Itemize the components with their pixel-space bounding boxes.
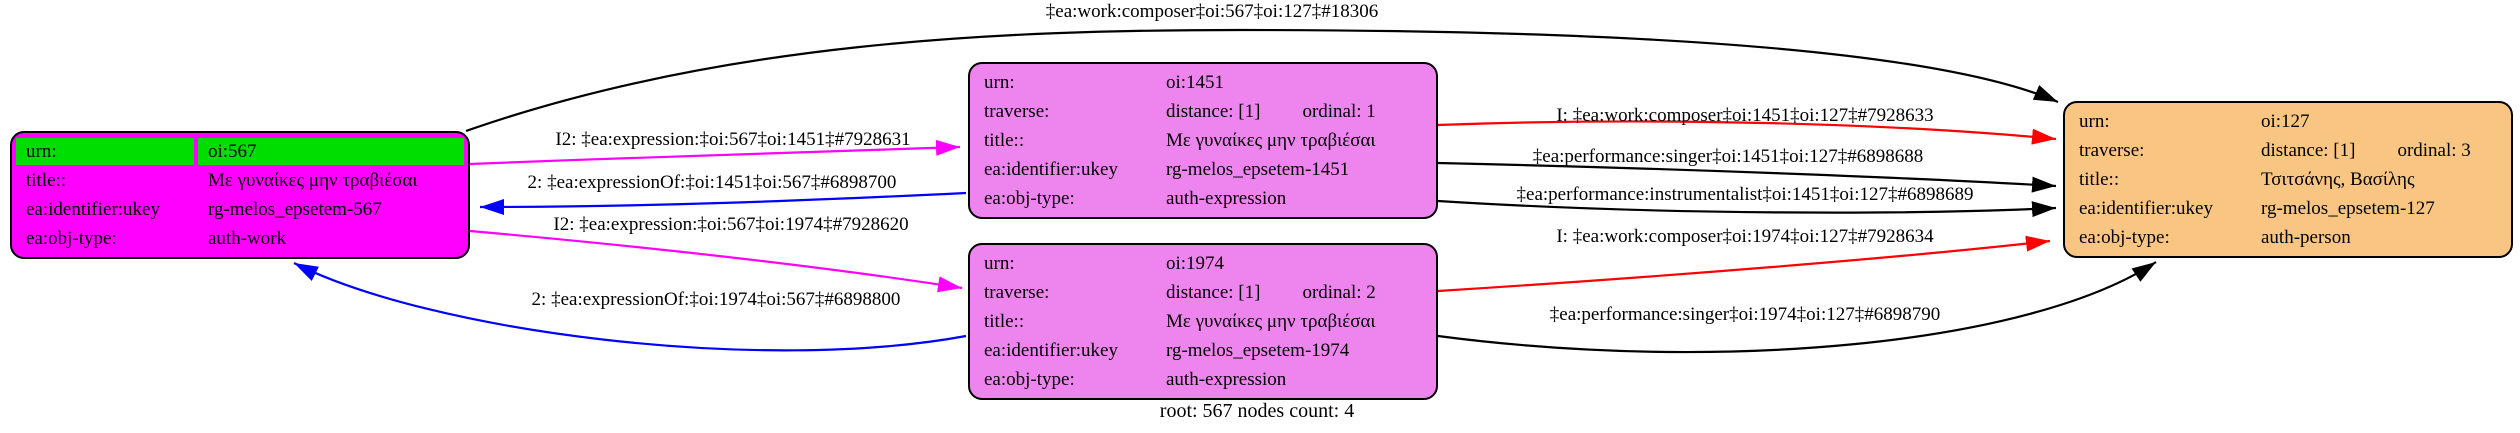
field-key: ea:obj-type: <box>26 228 117 249</box>
node-row-urn: urn: oi:567 <box>16 137 464 166</box>
node-row-urn: urn: oi:127 <box>2069 107 2507 136</box>
field-key: traverse: <box>984 101 1050 122</box>
field-value: auth-expression <box>1166 369 1287 390</box>
node-oi-1974[interactable]: urn: oi:1974 traverse: distance: [1] ord… <box>968 243 1438 400</box>
field-value: rg-melos_epsetem-1451 <box>1166 159 1350 180</box>
field-value: rg-melos_epsetem-567 <box>208 199 382 220</box>
edge-label-expressionOf-1451-567: 2: ‡ea:expressionOf:‡oi:1451‡oi:567‡#689… <box>527 172 897 193</box>
field-key: title:: <box>984 311 1025 332</box>
field-key: urn: <box>16 138 194 165</box>
node-oi-567[interactable]: urn: oi:567 title:: Με γυναίκες μην τραβ… <box>10 131 470 259</box>
traverse-ordinal: ordinal: 3 <box>2397 140 2471 161</box>
field-value: distance: [1] ordinal: 3 <box>2251 137 2507 164</box>
field-value: Με γυναίκες μην τραβιέσαι <box>1166 130 1376 151</box>
node-row-identifier: ea:identifier:ukey rg-melos_epsetem-1974 <box>974 336 1432 365</box>
field-key: urn: <box>984 72 1015 93</box>
field-value: oi:567 <box>198 138 464 165</box>
traverse-distance: distance: [1] <box>2261 140 2356 161</box>
edge-work-composer-1974-127 <box>1437 235 2051 293</box>
node-row-title: title:: Με γυναίκες μην τραβιέσαι <box>16 166 464 195</box>
field-key: traverse: <box>2079 140 2145 161</box>
edge-label-expression-567-1974: I2: ‡ea:expression:‡oi:567‡oi:1974‡#7928… <box>553 214 909 235</box>
edge-label-work-composer-1451-127: I: ‡ea:work:composer‡oi:1451‡oi:127‡#792… <box>1556 105 1934 126</box>
field-key: urn: <box>984 253 1015 274</box>
traverse-distance: distance: [1] <box>1166 101 1261 122</box>
field-key: urn: <box>2079 111 2110 132</box>
node-row-identifier: ea:identifier:ukey rg-melos_epsetem-127 <box>2069 194 2507 223</box>
edge-expression-567-1974 <box>469 229 963 293</box>
edge-label-expressionOf-1974-567: 2: ‡ea:expressionOf:‡oi:1974‡oi:567‡#689… <box>531 289 901 310</box>
edge-label-performance-instrumentalist-1451-127: ‡ea:performance:instrumentalist‡oi:1451‡… <box>1516 184 1974 205</box>
field-value: oi:1451 <box>1166 72 1225 93</box>
edge-label-performance-singer-1974-127: ‡ea:performance:singer‡oi:1974‡oi:127‡#6… <box>1549 304 1941 325</box>
field-value: distance: [1] ordinal: 2 <box>1156 279 1432 306</box>
traverse-ordinal: ordinal: 2 <box>1302 282 1376 303</box>
node-row-traverse: traverse: distance: [1] ordinal: 2 <box>974 278 1432 307</box>
edge-label-work-composer-567-127: ‡ea:work:composer‡oi:567‡oi:127‡#18306 <box>1045 1 1379 22</box>
node-row-identifier: ea:identifier:ukey rg-melos_epsetem-567 <box>16 195 464 224</box>
field-value: oi:127 <box>2261 111 2310 132</box>
node-row-obj-type: ea:obj-type: auth-expression <box>974 365 1432 394</box>
node-oi-127[interactable]: urn: oi:127 traverse: distance: [1] ordi… <box>2063 101 2513 258</box>
field-key: ea:identifier:ukey <box>984 159 1118 180</box>
field-key: traverse: <box>984 282 1050 303</box>
field-key: ea:obj-type: <box>2079 227 2170 248</box>
edge-label-expression-567-1451: I2: ‡ea:expression:‡oi:567‡oi:1451‡#7928… <box>555 129 911 150</box>
node-row-title: title:: Τσιτσάνης, Βασίλης <box>2069 165 2507 194</box>
field-value: auth-expression <box>1166 188 1287 209</box>
graph-caption: root: 567 nodes count: 4 <box>1159 400 1355 422</box>
edge-label-work-composer-1974-127: I: ‡ea:work:composer‡oi:1974‡oi:127‡#792… <box>1556 226 1934 247</box>
node-row-urn: urn: oi:1974 <box>974 249 1432 278</box>
node-row-traverse: traverse: distance: [1] ordinal: 1 <box>974 97 1432 126</box>
field-value: distance: [1] ordinal: 1 <box>1156 98 1432 125</box>
node-row-obj-type: ea:obj-type: auth-work <box>16 224 464 253</box>
field-value: rg-melos_epsetem-1974 <box>1166 340 1350 361</box>
field-value: rg-melos_epsetem-127 <box>2261 198 2435 219</box>
edge-label-performance-singer-1451-127: ‡ea:performance:singer‡oi:1451‡oi:127‡#6… <box>1532 146 1924 167</box>
node-row-urn: urn: oi:1451 <box>974 68 1432 97</box>
field-key: title:: <box>984 130 1025 151</box>
field-value: oi:1974 <box>1166 253 1225 274</box>
field-key: ea:identifier:ukey <box>2079 198 2213 219</box>
field-value: auth-person <box>2261 227 2351 248</box>
field-key: title:: <box>2079 169 2120 190</box>
node-row-obj-type: ea:obj-type: auth-expression <box>974 184 1432 213</box>
field-value: Τσιτσάνης, Βασίλης <box>2261 169 2415 190</box>
node-row-identifier: ea:identifier:ukey rg-melos_epsetem-1451 <box>974 155 1432 184</box>
edge-expressionOf-1451-567 <box>479 191 967 215</box>
node-row-title: title:: Με γυναίκες μην τραβιέσαι <box>974 307 1432 336</box>
node-oi-1451[interactable]: urn: oi:1451 traverse: distance: [1] ord… <box>968 62 1438 219</box>
field-key: ea:identifier:ukey <box>26 199 160 220</box>
field-key: ea:identifier:ukey <box>984 340 1118 361</box>
traverse-ordinal: ordinal: 1 <box>1302 101 1376 122</box>
traverse-distance: distance: [1] <box>1166 282 1261 303</box>
field-value: Με γυναίκες μην τραβιέσαι <box>1166 311 1376 332</box>
field-value: Με γυναίκες μην τραβιέσαι <box>208 170 418 191</box>
node-row-traverse: traverse: distance: [1] ordinal: 3 <box>2069 136 2507 165</box>
node-row-obj-type: ea:obj-type: auth-person <box>2069 223 2507 252</box>
field-key: title:: <box>26 170 67 191</box>
field-value: auth-work <box>208 228 287 249</box>
node-row-title: title:: Με γυναίκες μην τραβιέσαι <box>974 126 1432 155</box>
field-key: ea:obj-type: <box>984 188 1075 209</box>
field-key: ea:obj-type: <box>984 369 1075 390</box>
